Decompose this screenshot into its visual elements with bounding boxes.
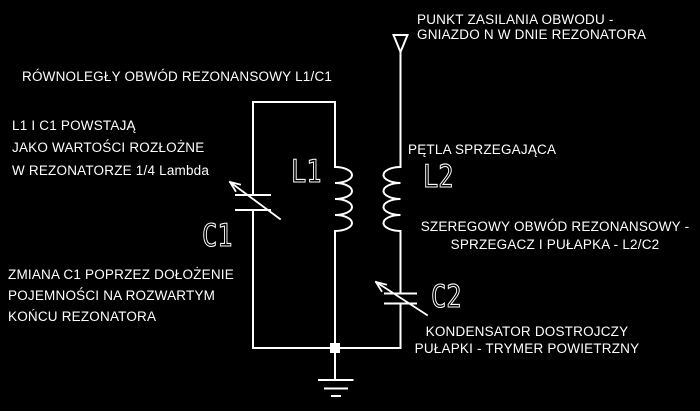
c2-ground-wire (334, 302, 402, 349)
loop-bottom-wire (252, 209, 336, 349)
trimmer-note-line1: KONDENSATOR DOSTROJCZY (425, 324, 629, 339)
feed-point-note-line1: PUNKT ZASILANIA OBWODU - (417, 12, 614, 27)
inductor-l1-icon (333, 165, 353, 233)
trimmer-note-line2: PUŁAPKI - TRYMER POWIETRZNY (414, 340, 640, 356)
inductor-l2-icon (382, 165, 402, 233)
c1-change-note-line3: KOŃCU REZONATORA (8, 309, 157, 324)
c2-label: C2 (431, 279, 463, 315)
feed-antenna-icon (392, 34, 409, 55)
series-circuit-note-line2: SPRZEGACZ I PUŁAPKA - L2/C2 (450, 237, 660, 253)
c1-label: C1 (202, 218, 234, 254)
distributed-values-note: L1 I C1 POWSTAJĄ JAKO WARTOŚCI ROZŁOŻNE … (12, 115, 209, 182)
coupling-loop-label: PĘTLA SPRZEGAJĄCA (408, 142, 557, 157)
c1-change-note: ZMIANA C1 POPRZEZ DOŁOŻENIE POJEMNOŚCI N… (8, 264, 234, 327)
variable-capacitor-c1-icon (228, 180, 282, 221)
junction-node (330, 343, 340, 353)
c1-change-note-line1: ZMIANA C1 POPRZEZ DOŁOŻENIE (8, 267, 234, 282)
feed-point-note: PUNKT ZASILANIA OBWODU - GNIAZDO N W DNI… (417, 12, 646, 42)
distributed-values-note-line2: JAKO WARTOŚCI ROZŁOŻNE (12, 140, 205, 156)
distributed-values-note-line1: L1 I C1 POWSTAJĄ (12, 118, 136, 133)
c1-variable-arrow (228, 180, 282, 221)
trimmer-note: KONDENSATOR DOSTROJCZY PUŁAPKI - TRYMER … (397, 324, 657, 357)
distributed-values-note-line3: W REZONATORZE 1/4 Lambda (12, 162, 210, 178)
c2-variable-arrow (374, 280, 429, 317)
loop-top-wire (252, 101, 336, 196)
ground-icon (318, 347, 354, 397)
series-circuit-note: SZEREGOWY OBWÓD REZONANSOWY - SPRZEGACZ … (415, 218, 695, 255)
parallel-circuit-title: RÓWNOLEGŁY OBWÓD REZONANSOWY L1/C1 (22, 69, 333, 84)
l2-label: L2 (423, 159, 455, 195)
series-circuit-note-line1: SZEREGOWY OBWÓD REZONANSOWY - (420, 219, 690, 234)
l1-label: L1 (291, 154, 323, 190)
c1-change-note-line2: POJEMNOŚCI NA ROZWARTYM (8, 288, 216, 303)
feed-point-note-line2: GNIAZDO N W DNIE REZONATORA (417, 27, 647, 42)
